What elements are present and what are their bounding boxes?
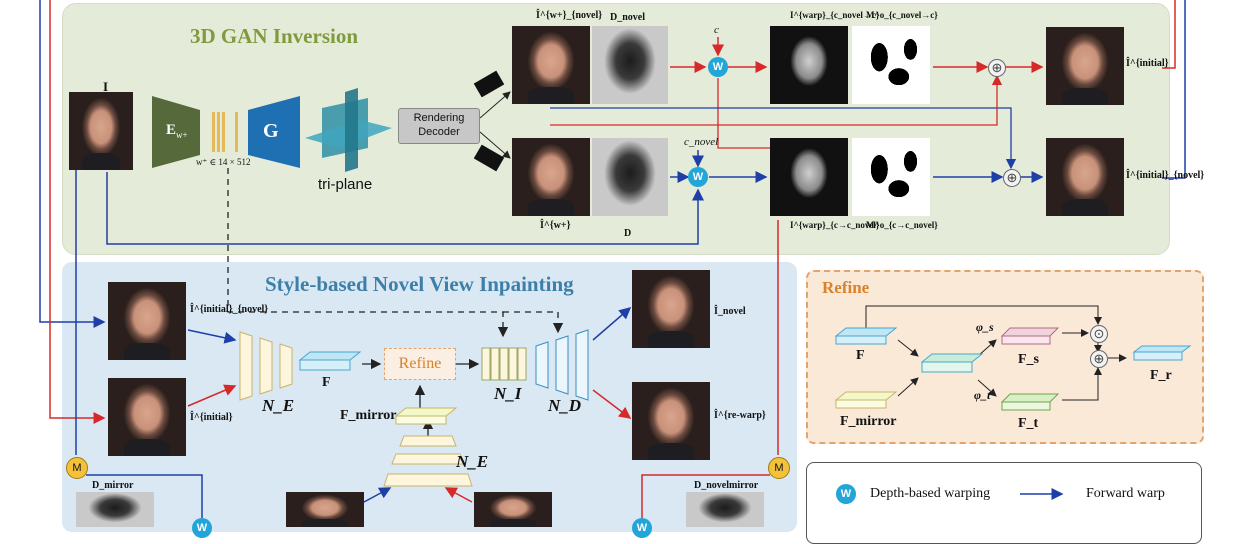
depth-warp-mirror-right-icon: W [632,518,652,538]
refine-fs-label: F_s [1018,352,1039,367]
refine-fr-label: F_r [1150,368,1172,383]
warp-top-image [770,26,848,104]
depth-image [592,138,668,216]
connection-arrows [39,0,1192,527]
warp-bottom-label: I^{warp}_{c→c_novel} [790,220,880,230]
legend-depth-warp-text: Depth-based warping [870,486,991,501]
inpaint-input-initial-image [108,378,186,456]
depth-label: D [624,228,632,239]
initial-output-label: Î^{initial} [1126,58,1169,69]
multiply-icon: ⊙ [1090,325,1108,343]
gan-title: 3D GAN Inversion [190,24,359,48]
phi-s-label: φ_s [976,320,994,334]
novel-depth-label: D_novel [610,12,645,23]
rendering-decoder-box: Rendering Decoder [398,108,480,144]
wplus-image [512,138,590,216]
inpaint-input-novel-image [108,282,186,360]
novel-initial-output-label: Î^{initial}_{novel} [1126,170,1205,181]
refine-fmirror-label: F_mirror [840,414,897,429]
generator-label: G [263,120,279,142]
mirror-input-right-image [474,492,552,527]
initial-output-image [1046,27,1124,105]
phi-t-label: φ_t [974,388,991,402]
ne2-label: N_E [456,452,489,471]
rewarp-output-image [632,382,710,460]
refine-title: Refine [822,278,870,297]
d-mirror-label: D_mirror [92,480,134,491]
encoder-shape [152,96,200,168]
legend-w-icon: W [836,484,856,504]
novel-output-label: Î_novel [714,306,746,317]
input-image [69,92,133,170]
refine-ft-label: F_t [1018,416,1039,431]
cam-c-novel-label: c_novel [684,136,719,148]
add-bottom-icon: ⊕ [1003,169,1021,187]
novel-wplus-label: Î^{w+}_{novel} [536,10,603,21]
novel-initial-output-image [1046,138,1124,216]
add-top-icon: ⊕ [988,59,1006,77]
inpaint-title: Style-based Novel View Inpainting [265,272,574,296]
input-image-label: I [103,79,109,94]
depth-warp-mirror-left-icon: W [192,518,212,538]
rewarp-output-label: Î^{re-warp} [714,410,766,421]
warp-bottom-image [770,138,848,216]
mask-top-label: M^o_{c_novel→c} [866,10,938,20]
triplane-label: tri-plane [318,176,373,193]
warp-top-label: I^{warp}_{c_novel→c} [790,10,880,20]
mirror-left-icon: M [66,457,88,479]
mask-bottom-label: M^o_{c→c_novel} [866,220,938,230]
encoder-label: Ew+ [166,122,188,140]
latent-label: w⁺ ∈ 14 × 512 [196,157,251,167]
mask-bottom-image [852,138,930,216]
ne-label: N_E [262,396,295,415]
depth-warp-top-icon: W [708,57,728,77]
f-label: F [322,375,331,390]
legend-forward-warp-text: Forward warp [1086,486,1165,501]
mirror-right-icon: M [768,457,790,479]
novel-output-image [632,270,710,348]
novel-wplus-image [512,26,590,104]
refine-module-box: Refine [384,348,456,380]
d-novel-mirror-image [686,492,764,527]
cam-c-label: c [714,24,719,36]
mirror-input-left-image [286,492,364,527]
depth-warp-bottom-icon: W [688,167,708,187]
ni-label: N_I [494,384,522,403]
inpaint-novel-initial-label: Î^{initial}_{novel} [190,304,269,315]
d-mirror-image [76,492,154,527]
wplus-label: Î^{w+} [540,220,571,231]
d-novel-mirror-label: D_novelmirror [694,480,759,491]
inpaint-initial-label: Î^{initial} [190,412,233,423]
refine-f-label: F [856,348,865,363]
novel-depth-image [592,26,668,104]
fmirror-label: F_mirror [340,408,397,423]
mask-top-image [852,26,930,104]
refine-add-icon: ⊕ [1090,350,1108,368]
nd-label: N_D [548,396,582,415]
